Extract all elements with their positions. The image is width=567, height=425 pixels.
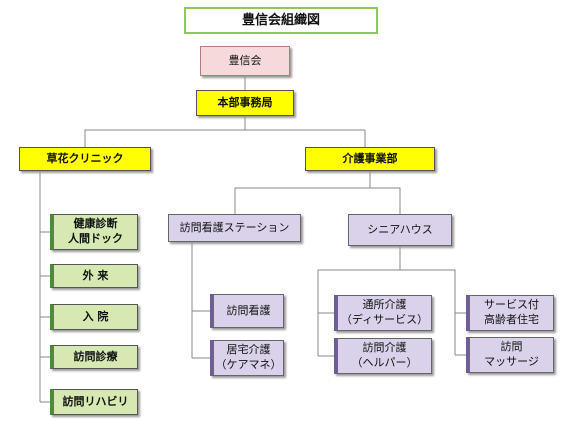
node-senior-residence: サービス付 高齢者住宅 xyxy=(466,295,554,331)
node-clinic-home-care: 訪問診療 xyxy=(50,345,138,369)
node-day-service: 通所介護 （ディサービス） xyxy=(334,295,432,331)
node-home-massage: 訪問 マッサージ xyxy=(466,337,554,373)
node-clinic-home-rehab: 訪問リハビリ xyxy=(50,389,138,415)
node-home-nursing: 訪問看護 xyxy=(210,294,284,328)
chart-title: 豊信会組織図 xyxy=(184,7,378,34)
node-care: 介護事業部 xyxy=(305,147,435,171)
node-home-helper: 訪問介護 （ヘルパー） xyxy=(334,338,432,374)
node-office: 本部事務局 xyxy=(196,90,294,116)
node-clinic-inpatient: 入 院 xyxy=(50,304,138,330)
node-root: 豊信会 xyxy=(200,46,290,76)
node-clinic-outpatient: 外 来 xyxy=(50,264,138,288)
node-clinic: 草花クリニック xyxy=(19,147,151,171)
node-nursing-station: 訪問看護ステーション xyxy=(168,214,301,242)
node-clinic-checkup: 健康診断 人間ドック xyxy=(50,214,138,250)
node-senior-house: シニアハウス xyxy=(348,214,452,246)
node-care-manager: 居宅介護 （ケアマネ） xyxy=(210,340,284,376)
